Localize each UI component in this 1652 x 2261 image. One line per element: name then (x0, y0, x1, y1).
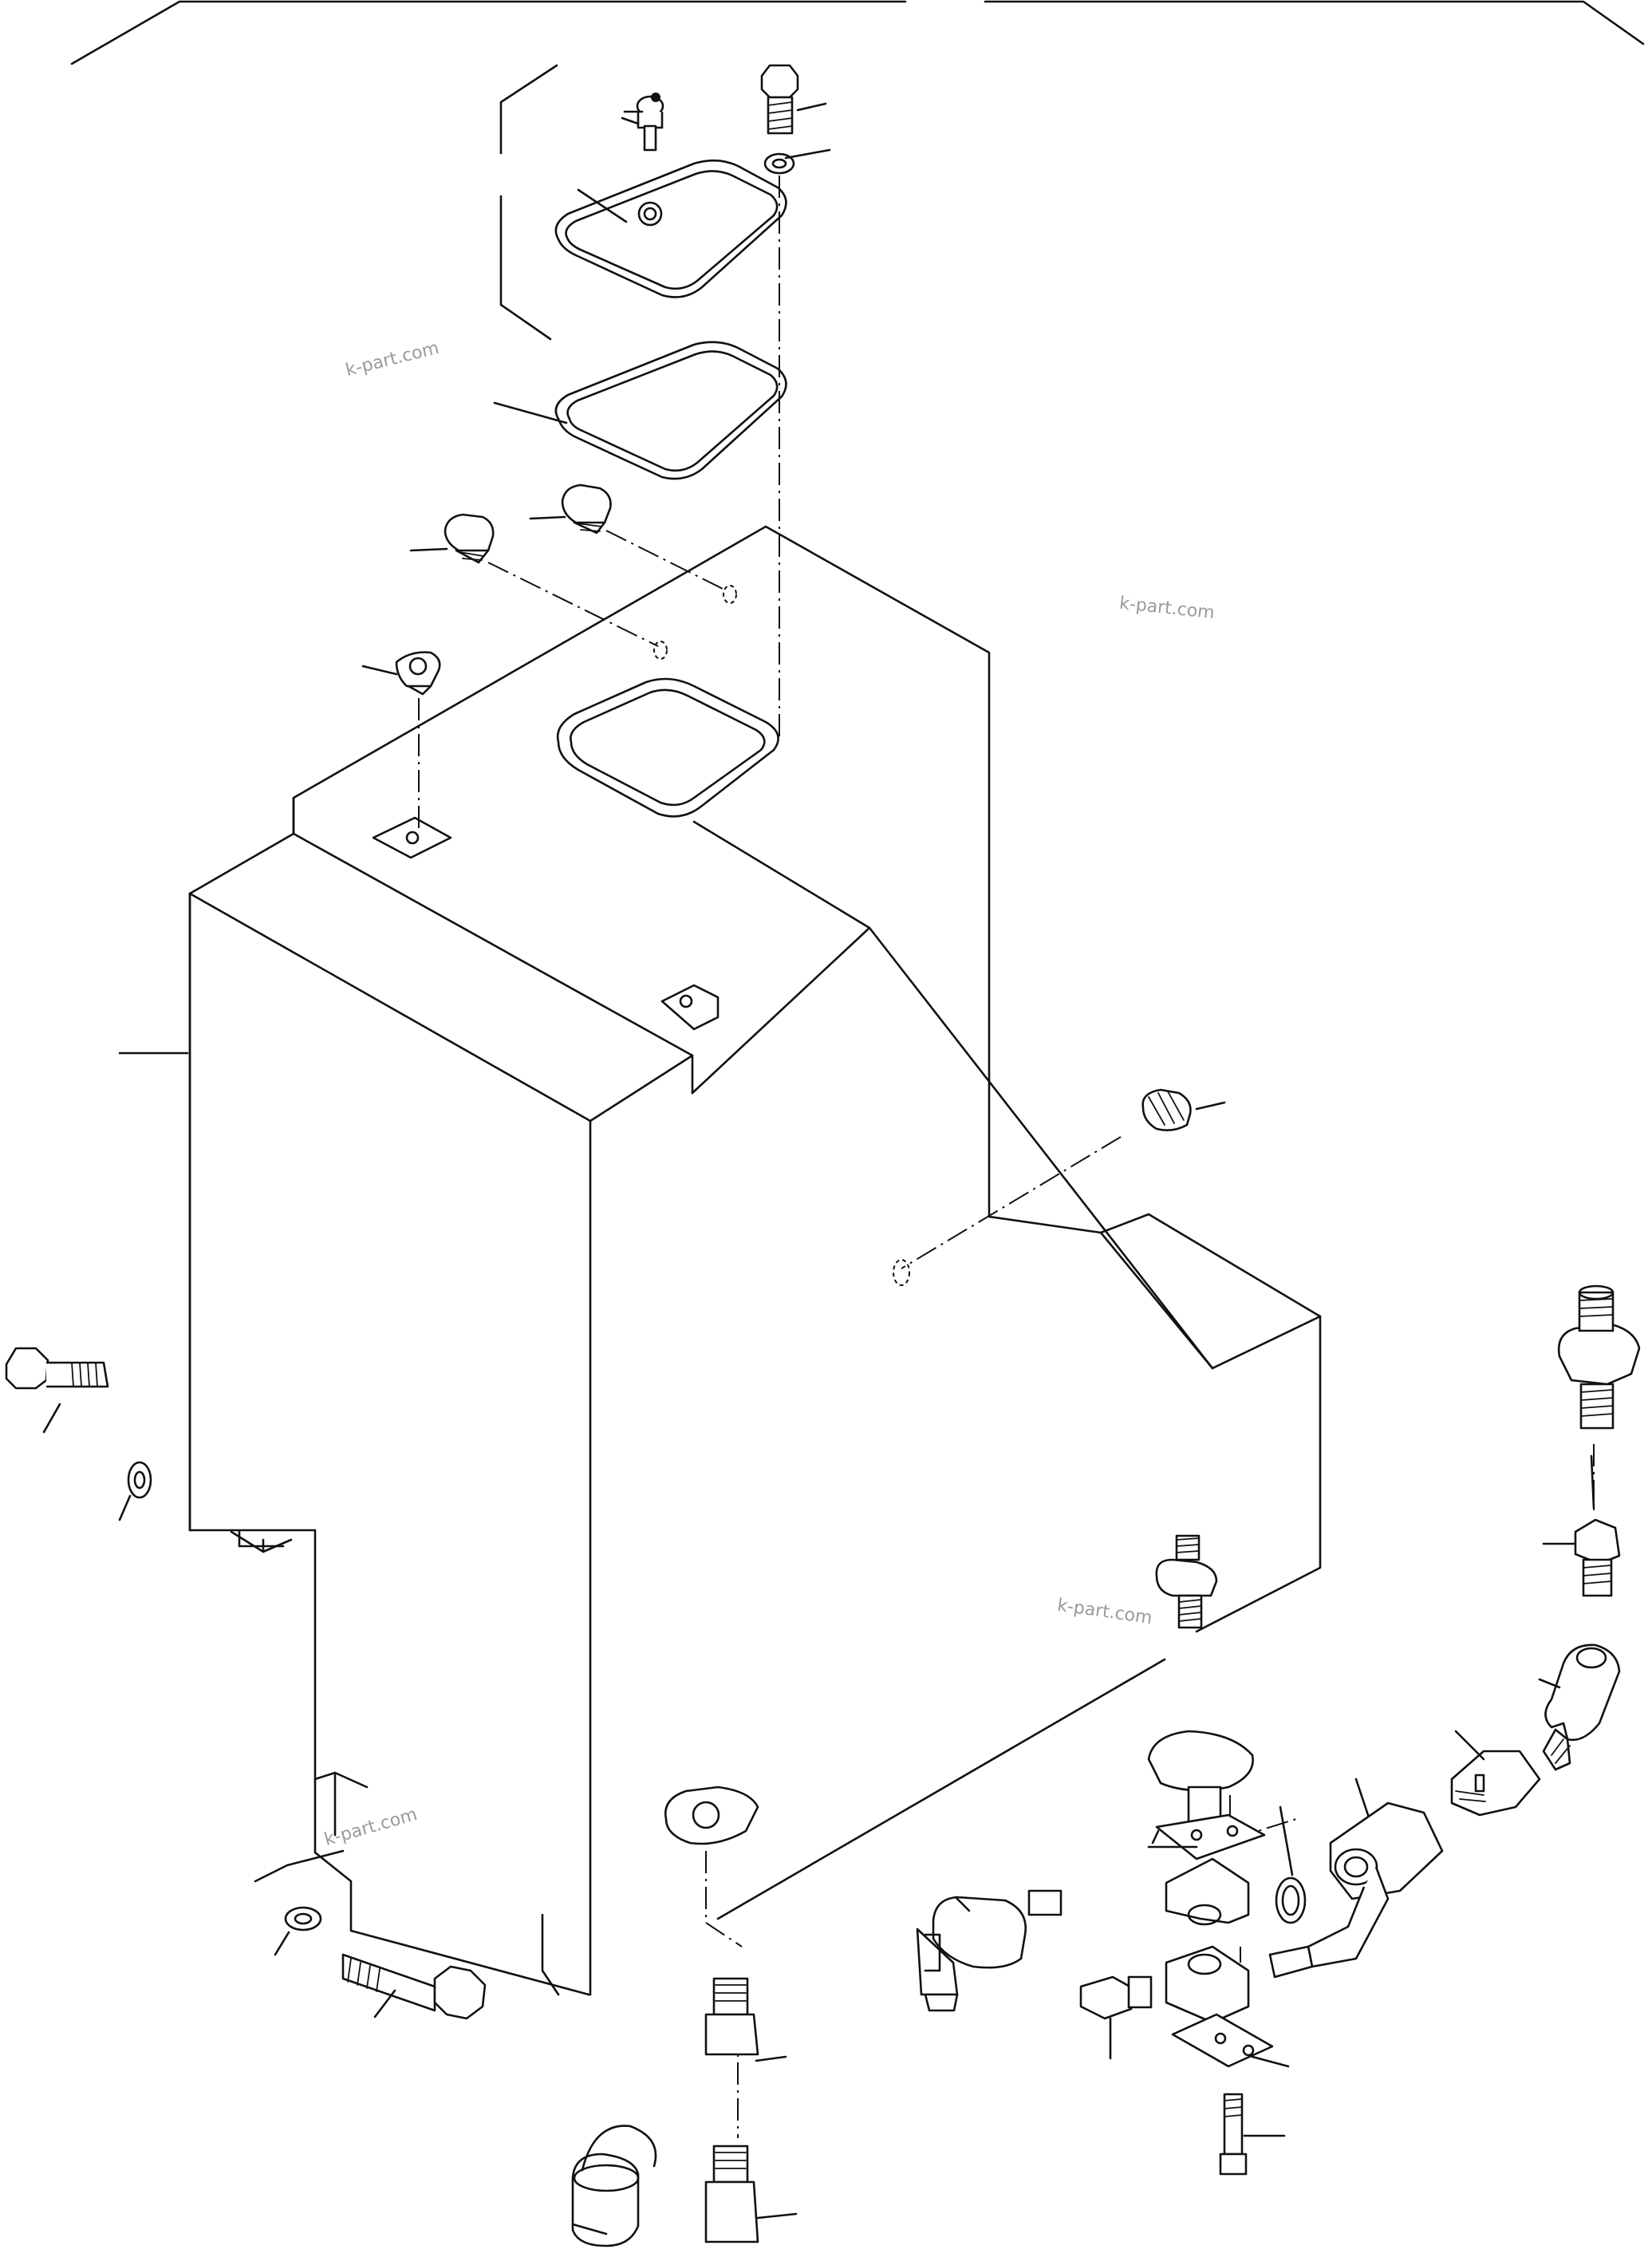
ball-valve (1268, 1801, 1444, 1979)
plug-hole-2 (653, 641, 668, 660)
cover-port (637, 201, 663, 227)
o-ring (1275, 1876, 1307, 1924)
breather-group-bracket (499, 64, 558, 341)
frame-lines (70, 0, 1645, 65)
mount-leader (254, 1849, 345, 1883)
clamp (1165, 1857, 1250, 2024)
clamp-plate (1155, 1813, 1266, 1860)
plug-hole-1 (723, 585, 737, 604)
drain-fitting (704, 1977, 759, 2056)
plug-2 (561, 483, 612, 535)
cover-gasket (554, 341, 787, 480)
breather-valve (621, 93, 664, 152)
cover-bolt (760, 64, 799, 135)
plug-hole-3 (893, 1259, 910, 1286)
level-switch (1155, 1534, 1218, 1629)
mounting-washer-2 (284, 1906, 322, 1932)
mounting-washer-1 (127, 1461, 152, 1499)
drain-valve (704, 2145, 759, 2243)
level-sensor (916, 1889, 1063, 2012)
pipe-elbow (1542, 1643, 1621, 1771)
plug-1 (444, 513, 495, 564)
dust-cap (571, 2125, 657, 2247)
plug-3 (395, 651, 441, 696)
tank-opening (556, 677, 779, 818)
drain-flange (664, 1786, 759, 1845)
clamp-bolt (1219, 2093, 1248, 2176)
hydraulic-tank (188, 525, 1322, 1996)
mount-pad-2 (660, 984, 720, 1031)
mounting-bolt-1 (5, 1347, 109, 1390)
clamp-base-plate (1171, 2013, 1274, 2068)
mounting-bolt-2 (341, 1953, 487, 2020)
connector-nut (1079, 1975, 1153, 2020)
mount-pad-1 (372, 816, 452, 859)
connector (1574, 1518, 1621, 1597)
leader-lines (42, 102, 1595, 2235)
ball-valve-nut (1450, 1750, 1541, 1817)
plug-4 (1141, 1088, 1192, 1131)
flange-fitting (1557, 1284, 1641, 1430)
tank-cover (554, 159, 787, 298)
clamp-knob (1147, 1730, 1254, 1825)
